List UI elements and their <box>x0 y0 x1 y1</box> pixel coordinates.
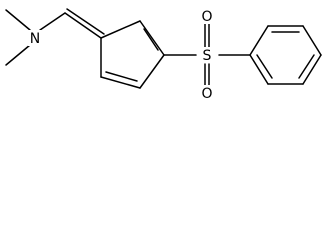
sulfur-label-bg <box>199 47 215 63</box>
oxygen-top-atom-label: O <box>201 9 212 25</box>
sulfur-atom-label: S <box>203 48 212 64</box>
bond-phenyl-6-double <box>256 54 273 79</box>
structure-svg: N S O O <box>5 8 322 102</box>
oxygen-bottom-atom-label: O <box>201 86 212 102</box>
bond-ring-2-double <box>143 28 159 51</box>
oxygen-top-label-bg <box>199 8 215 24</box>
oxygen-bottom-label-bg <box>199 85 215 101</box>
bond-ring-1 <box>100 20 141 39</box>
bond-n-methine <box>39 12 66 31</box>
nitrogen-label-bg <box>28 30 42 46</box>
bond-methine-ring <box>64 12 102 39</box>
molecule-diagram: N S O O <box>0 0 329 103</box>
bond-phenyl-6 <box>249 54 269 85</box>
bond-ring-3 <box>139 54 165 89</box>
bond-phenyl-4-double <box>298 54 315 79</box>
bond-ring-4-double <box>105 71 138 82</box>
bond-phenyl-3 <box>302 25 322 56</box>
bond-methyl-lower <box>5 44 31 66</box>
bond-ring-4 <box>100 76 141 89</box>
bond-ring-2 <box>139 20 165 56</box>
bond-methyl-upper <box>5 9 31 31</box>
bond-phenyl-1 <box>249 25 269 56</box>
nitrogen-atom-label: N <box>30 31 40 47</box>
bond-phenyl-4 <box>302 54 322 85</box>
bond-methine-ring-double <box>66 8 105 35</box>
